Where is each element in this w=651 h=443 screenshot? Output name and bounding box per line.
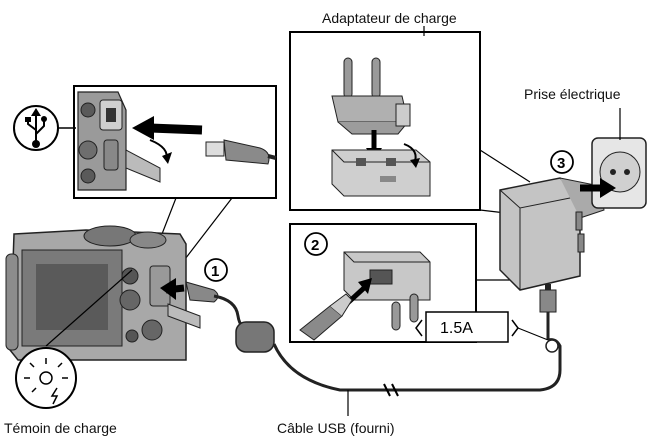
usb-cable-label: Câble USB (fourni) [277,420,395,436]
charging-adapter-label: Adaptateur de charge [322,10,457,26]
inset-pointer [479,149,531,183]
adapter-assembly-inset [289,31,481,211]
wall-charger [499,177,605,340]
current-rating-tag: 1.5A [415,311,549,343]
usb-port-inset [73,85,277,199]
usb-cable [213,294,562,416]
svg-text:1: 1 [211,263,219,280]
usb-icon [13,105,76,151]
lightning-icon [50,387,59,405]
step-marker-3: 3 [550,150,574,174]
svg-text:3: 3 [557,155,565,172]
insert-arrow-head [600,178,616,198]
step-marker-2: 2 [304,232,328,256]
svg-text:2: 2 [311,237,319,254]
electrical-outlet-label: Prise électrique [524,86,621,102]
rating-text: 1.5A [440,320,473,337]
camera-body [5,225,219,361]
charge-indicator-label: Témoin de charge [4,420,117,436]
charge-lamp-icon [15,269,133,409]
step-marker-1: 1 [204,258,228,282]
